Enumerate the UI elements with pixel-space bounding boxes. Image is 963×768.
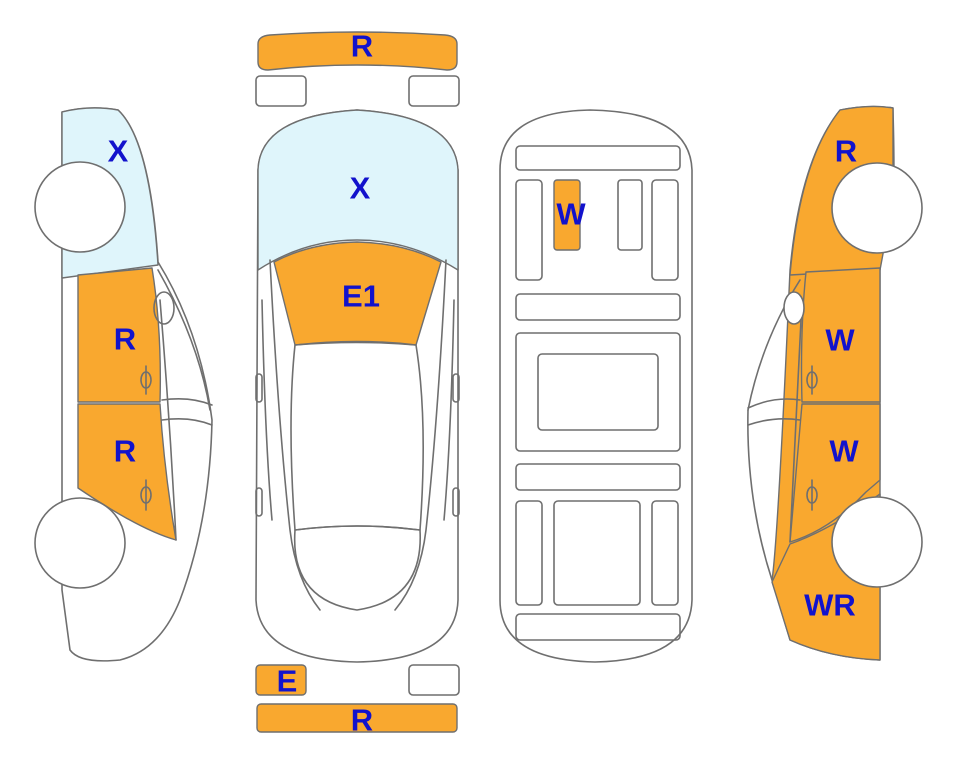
- front-right-light: [408, 75, 460, 107]
- right-rear-quarter-label: WR: [804, 588, 856, 623]
- left-inner-line: [261, 299, 273, 521]
- floor-center-inner: [537, 353, 659, 431]
- left-rear-handle: [140, 479, 152, 511]
- top-view: [255, 31, 460, 733]
- right-mirror: [452, 373, 460, 403]
- left-pillar-line: [157, 269, 211, 411]
- front-bumper-label: R: [351, 29, 373, 64]
- left-front-wheel: [34, 161, 126, 253]
- right-rear-wheel: [831, 496, 923, 588]
- left-rear-wheel: [34, 497, 126, 589]
- right-lower-line: [747, 409, 773, 581]
- windshield-label: X: [350, 171, 371, 206]
- windshield-panel[interactable]: [257, 109, 459, 271]
- floor-lower-bar: [515, 463, 681, 491]
- roof-panel[interactable]: [553, 179, 581, 251]
- right-front-handle: [806, 365, 818, 395]
- right-side-line: [394, 259, 447, 611]
- floor-left-rail: [515, 179, 543, 281]
- right-rear-door-label: W: [829, 434, 859, 469]
- hood-panel[interactable]: [273, 241, 442, 346]
- floor-view: [499, 109, 693, 663]
- left-side-line: [269, 259, 321, 611]
- left-mirror-side: [153, 291, 175, 325]
- front-left-light: [255, 75, 307, 107]
- floor-rear-bar: [515, 613, 681, 641]
- right-window-line: [747, 398, 801, 409]
- floor-front-bar: [515, 145, 681, 171]
- floor-mid-bar: [515, 293, 681, 321]
- right-front-door-panel[interactable]: [800, 267, 881, 403]
- floor-slot: [617, 179, 643, 251]
- left-mirror: [255, 373, 263, 403]
- right-front-door-label: W: [825, 323, 855, 358]
- rear-bumper-panel[interactable]: [256, 703, 458, 733]
- left-side-view: [34, 107, 213, 662]
- left-windshield-label: X: [108, 134, 129, 169]
- left-front-door-panel[interactable]: [77, 267, 162, 403]
- right-mirror-side: [783, 291, 805, 325]
- left-door-gap: [159, 299, 177, 541]
- right-door-gap: [789, 299, 803, 543]
- right-side-view: [747, 105, 923, 661]
- left-rear-door-label: R: [114, 434, 136, 469]
- right-rear-handle: [806, 479, 818, 511]
- floor-right-rail: [651, 179, 679, 281]
- cabin-outline: [290, 340, 424, 531]
- left-window-line-2: [161, 418, 213, 426]
- rear-bumper-label: R: [351, 703, 373, 738]
- left-handle: [255, 487, 263, 517]
- hood-label: E1: [342, 279, 380, 314]
- rear-window-outline: [293, 525, 421, 611]
- rear-right-light: [408, 664, 460, 696]
- floor-lower-left: [515, 500, 543, 606]
- floor-lower-right: [651, 500, 679, 606]
- floor-outline: [499, 109, 693, 663]
- plate-panel[interactable]: [255, 664, 307, 696]
- damage-labels: R X E1 E R W X R R R W W WR: [108, 29, 860, 738]
- left-front-handle: [140, 365, 152, 395]
- plate-label: E: [277, 664, 298, 699]
- roof-label: W: [556, 197, 586, 232]
- left-window-line: [161, 398, 213, 406]
- front-bumper-panel[interactable]: [257, 31, 458, 71]
- left-front-door-label: R: [114, 322, 136, 357]
- floor-lower-center: [553, 500, 641, 606]
- right-handle: [452, 487, 460, 517]
- right-front-fender-label: R: [835, 134, 857, 169]
- right-inner-line: [443, 299, 455, 521]
- right-front-wheel: [831, 162, 923, 254]
- floor-center-box: [515, 332, 681, 452]
